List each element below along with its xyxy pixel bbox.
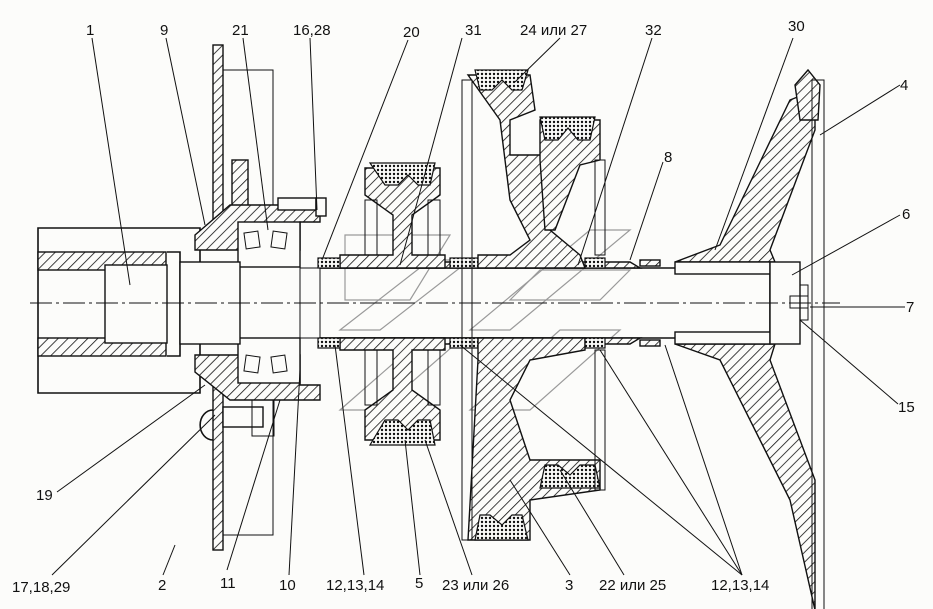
callout-5: 5 [415,575,423,592]
callout-19: 19 [36,487,53,504]
callout-15: 15 [898,399,915,416]
callout-12-13-14-a: 12,13,14 [326,577,384,594]
callout-23-26: 23 или 26 [442,577,509,594]
callout-21: 21 [232,22,249,39]
callouts-top: 1 9 21 16,28 20 31 24 или 27 32 30 4 [86,18,908,94]
callout-30: 30 [788,18,805,35]
callout-31: 31 [465,22,482,39]
callout-32: 32 [645,22,662,39]
callouts-right: 6 8 7 15 [664,149,915,416]
housing-part-1 [37,227,201,394]
callout-2: 2 [158,577,166,594]
callout-16-28: 16,28 [293,22,331,39]
callout-20: 20 [403,24,420,41]
callout-22-25: 22 или 25 [599,577,666,594]
callout-12-13-14-b: 12,13,14 [711,577,769,594]
callout-3: 3 [565,577,573,594]
callouts-bottom: 17,18,29 2 11 10 12,13,14 5 23 или 26 3 … [12,575,769,596]
callout-6: 6 [902,206,910,223]
callout-1: 1 [86,22,94,39]
pulley-part-3 [461,69,606,541]
callout-10: 10 [279,577,296,594]
callout-17-18-29: 17,18,29 [12,579,70,596]
callouts-left: 19 [36,487,53,504]
callout-11: 11 [220,575,236,592]
callout-4: 4 [900,77,908,94]
callout-8: 8 [664,149,672,166]
callout-9: 9 [160,22,168,39]
bearing-housing [194,197,327,441]
callout-24-27: 24 или 27 [520,22,587,39]
callout-7: 7 [906,299,914,316]
pulley-part-5 [317,162,479,446]
leader-lines [51,37,905,576]
pulley-part-4 [674,68,825,609]
